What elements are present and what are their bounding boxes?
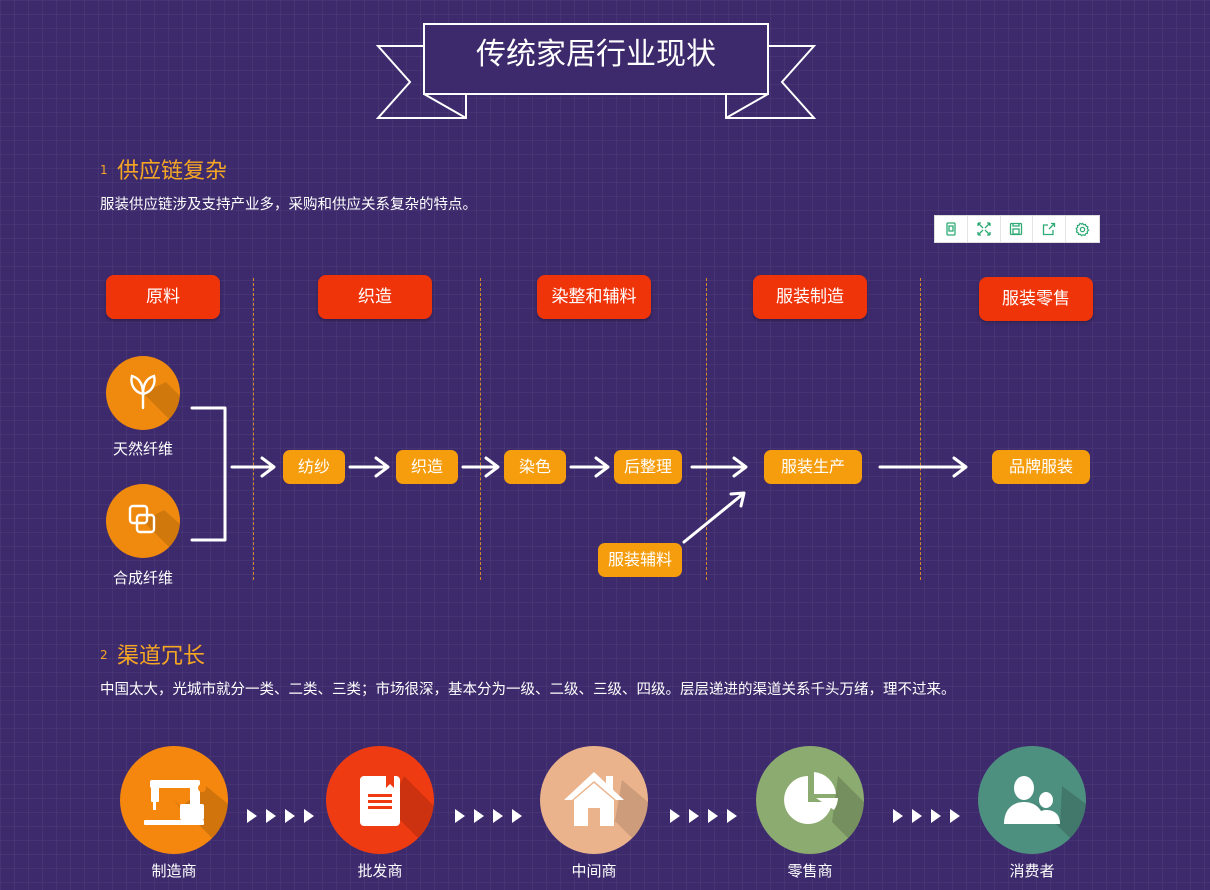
process-step-spinning: 纺纱 — [283, 450, 345, 484]
home-icon — [564, 772, 648, 854]
process-step-accessories: 服装辅料 — [598, 543, 682, 577]
section-title: 供应链复杂 — [117, 159, 228, 184]
banner-title: 传统家居行业现状 — [476, 37, 716, 72]
process-step-brand-apparel: 品牌服装 — [992, 450, 1090, 484]
material-label-natural: 天然纤维 — [112, 440, 173, 458]
pie-chart-icon — [784, 772, 864, 854]
stage-header-retail: 服装零售 — [979, 277, 1093, 321]
banner-ribbon — [375, 23, 817, 119]
share-icon[interactable] — [1033, 216, 1067, 242]
fullscreen-icon[interactable] — [968, 216, 1001, 242]
section-number: 2 — [100, 648, 108, 662]
section-title: 渠道冗长 — [117, 644, 206, 669]
process-step-garment-production: 服装生产 — [764, 450, 862, 484]
supply-chain-arrows — [190, 406, 968, 544]
chart-toolbar — [934, 215, 1100, 243]
process-step-weaving: 织造 — [396, 450, 458, 484]
channel-chevrons — [247, 809, 960, 823]
stage-divider — [253, 278, 254, 580]
stage-divider — [480, 278, 481, 580]
section-number: 1 — [100, 163, 108, 177]
stage-header-dyeing: 染整和辅料 — [537, 275, 651, 319]
book-icon — [360, 776, 434, 854]
retailer-circle — [756, 746, 864, 854]
wholesaler-circle — [326, 746, 434, 854]
stage-divider — [706, 278, 707, 580]
stage-header-raw-material: 原料 — [106, 275, 220, 319]
stage-header-manufacturing: 服装制造 — [753, 275, 867, 319]
channel-label-retailer: 零售商 — [787, 862, 833, 880]
process-step-dyeing: 染色 — [504, 450, 566, 484]
channel-label-consumer: 消费者 — [1009, 862, 1055, 880]
section-description: 中国太大，光城市就分一类、二类、三类；市场很深，基本分为一级、二级、三级、四级。… — [100, 682, 956, 698]
channel-label-manufacturer: 制造商 — [151, 862, 197, 880]
stage-header-weaving: 织造 — [318, 275, 432, 319]
channel-label-intermediary: 中间商 — [571, 862, 617, 880]
restore-icon[interactable] — [935, 216, 968, 242]
channel-label-wholesaler: 批发商 — [357, 862, 403, 880]
intermediary-circle — [540, 746, 648, 854]
material-label-synthetic: 合成纤维 — [112, 569, 173, 587]
section-description: 服装供应链涉及支持产业多，采购和供应关系复杂的特点。 — [100, 197, 477, 213]
stage-divider — [920, 278, 921, 580]
consumer-circle — [978, 746, 1086, 854]
save-icon[interactable] — [1001, 216, 1034, 242]
process-step-finishing: 后整理 — [614, 450, 682, 484]
settings-icon[interactable] — [1066, 216, 1099, 242]
